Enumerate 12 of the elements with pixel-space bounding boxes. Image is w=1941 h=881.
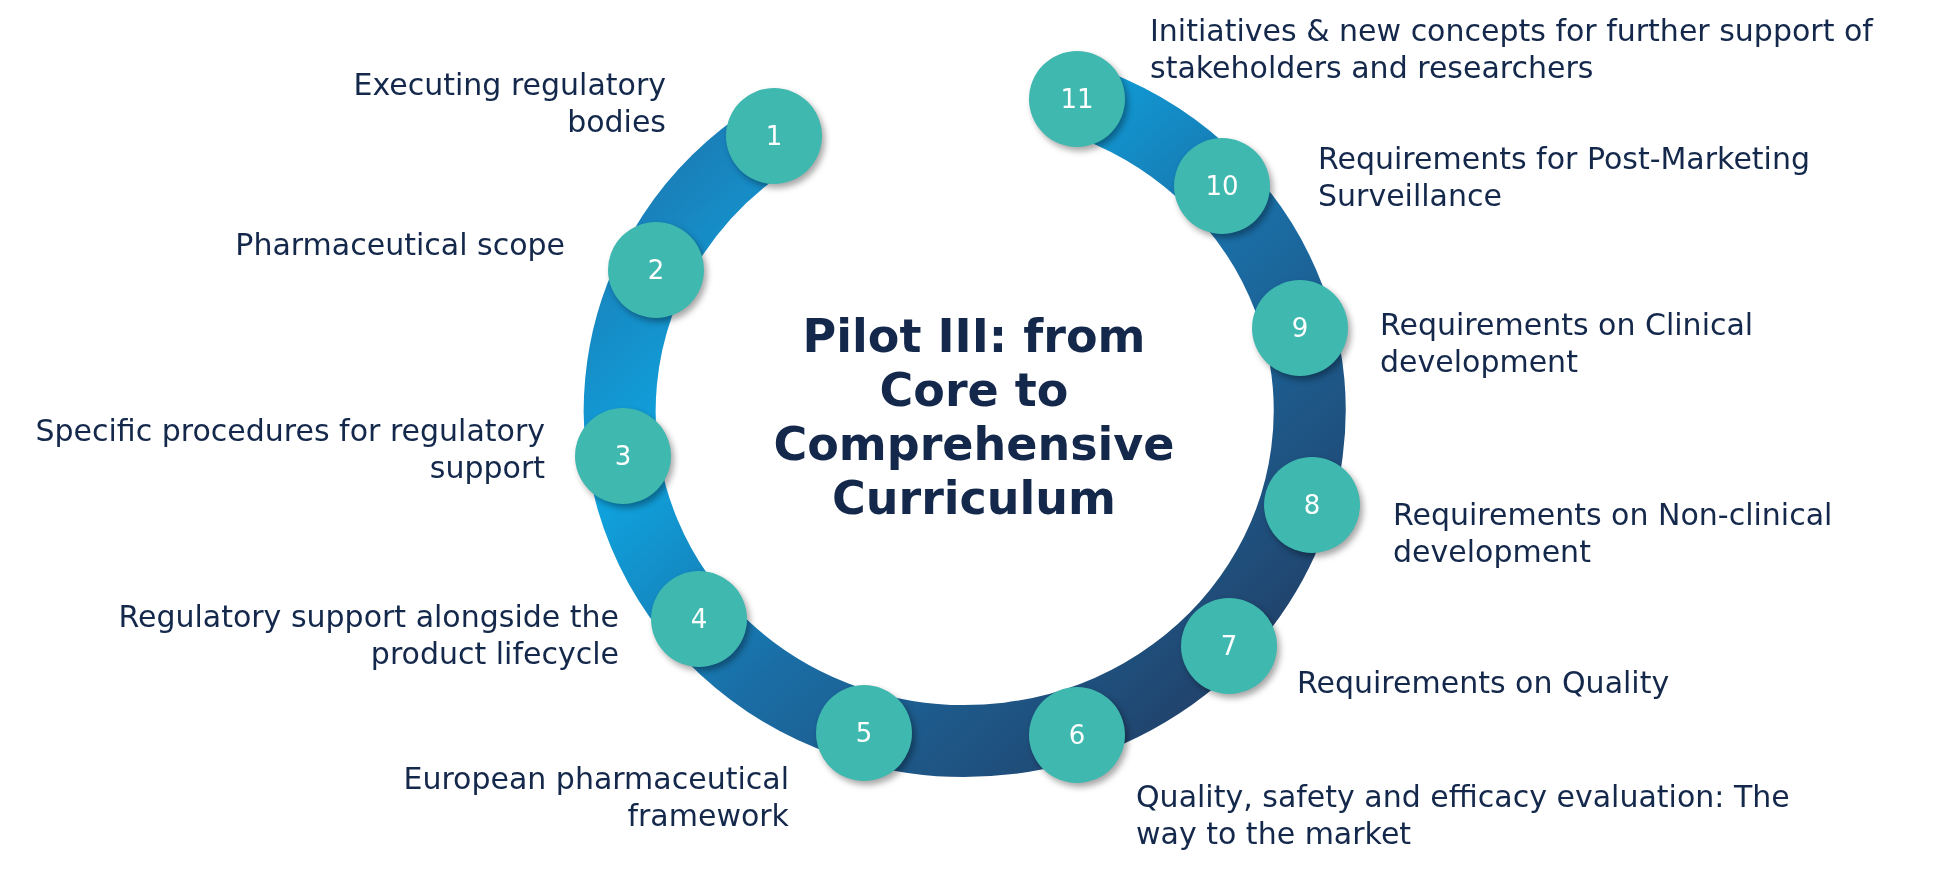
item-label: Requirements on Clinical development <box>1380 306 1755 380</box>
item-label: Regulatory support alongside the product lifecycle <box>117 598 619 672</box>
center-title: Pilot III: from Core to Comprehensive Curriculum <box>772 309 1176 525</box>
item-label: Quality, safety and efficacy evaluation: The way to the market <box>1136 778 1791 852</box>
item-label: Requirements on Quality <box>1297 664 1671 701</box>
item-label: Initiatives & new concepts for further support of stakeholders and researchers <box>1150 12 1875 86</box>
item-label: Pharmaceutical scope <box>234 226 565 263</box>
item-label: Requirements on Non-clinical development <box>1393 496 1834 570</box>
item-label: Specific procedures for regulatory support <box>34 412 545 486</box>
item-label: Executing regulatory bodies <box>352 66 666 140</box>
item-label: Requirements for Post-Marketing Surveillance <box>1318 140 1811 214</box>
item-label: European pharmaceutical framework <box>402 760 789 834</box>
